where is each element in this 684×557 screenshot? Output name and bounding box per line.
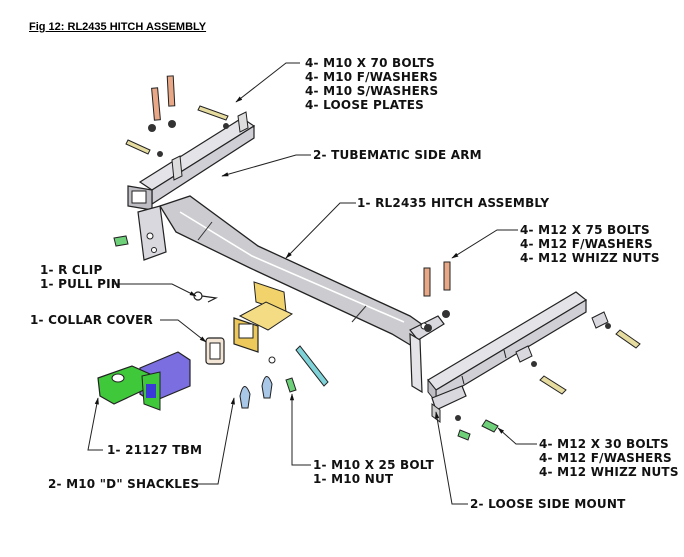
d-shackles bbox=[239, 376, 273, 409]
left-side-arm bbox=[127, 111, 256, 211]
callout-side-arm: 2- TUBEMATIC SIDE ARM bbox=[313, 148, 482, 162]
callout-line: 4- M10 F/WASHERS bbox=[305, 70, 438, 84]
collar-cover bbox=[205, 337, 225, 365]
right-side-arm bbox=[427, 291, 588, 404]
callout-shackles: 2- M10 "D" SHACKLES bbox=[48, 477, 199, 491]
callout-line: 2- TUBEMATIC SIDE ARM bbox=[313, 148, 482, 162]
m10-25-bolt bbox=[285, 377, 297, 393]
callout-line: 4- M10 S/WASHERS bbox=[305, 84, 439, 98]
callout-line: 4- M12 WHIZZ NUTS bbox=[520, 251, 660, 265]
callout-line: 2- M10 "D" SHACKLES bbox=[48, 477, 200, 491]
callout-line: 4- LOOSE PLATES bbox=[305, 98, 424, 112]
callout-line: 4- M10 X 70 BOLTS bbox=[305, 56, 435, 70]
receiver-tube bbox=[233, 281, 294, 353]
left-mount-bracket bbox=[137, 205, 167, 261]
pull-pin bbox=[295, 345, 329, 387]
callout-m12-30-bolts: 4- M12 X 30 BOLTS 4- M12 F/WASHERS 4- M1… bbox=[539, 437, 679, 479]
callout-side-mount: 2- LOOSE SIDE MOUNT bbox=[470, 497, 626, 511]
callout-line: 1- 21127 TBM bbox=[107, 443, 203, 457]
hitch-cross-beam bbox=[159, 195, 432, 347]
callout-line: 1- R CLIP bbox=[40, 263, 103, 277]
callout-line: 2- LOOSE SIDE MOUNT bbox=[470, 497, 626, 511]
callout-m10-bolts: 4- M10 X 70 BOLTS 4- M10 F/WASHERS 4- M1… bbox=[305, 56, 438, 112]
figure-title: Fig 12: RL2435 HITCH ASSEMBLY bbox=[29, 21, 207, 33]
callout-m10-25-bolt: 1- M10 X 25 BOLT 1- M10 NUT bbox=[313, 458, 434, 486]
r-clip bbox=[193, 291, 218, 303]
callout-r-clip: 1- R CLIP 1- PULL PIN bbox=[40, 263, 121, 291]
m12-75-bolts-group bbox=[423, 261, 451, 332]
callout-line: 1- RL2435 HITCH ASSEMBLY bbox=[357, 196, 550, 210]
m10-nut bbox=[268, 356, 276, 364]
tbm-tow-ball-mount bbox=[97, 351, 191, 411]
m12-side-bolts-group bbox=[455, 311, 641, 441]
callout-hitch-assembly: 1- RL2435 HITCH ASSEMBLY bbox=[357, 196, 549, 210]
callout-line: 1- M10 X 25 BOLT bbox=[313, 458, 435, 472]
callout-line: 4- M12 F/WASHERS bbox=[539, 451, 672, 465]
callout-line: 4- M12 X 75 BOLTS bbox=[520, 223, 650, 237]
callout-tbm: 1- 21127 TBM bbox=[107, 443, 202, 457]
callout-line: 1- M10 NUT bbox=[313, 472, 394, 486]
callout-collar-cover: 1- COLLAR COVER bbox=[30, 313, 153, 327]
leader-lines bbox=[87, 62, 537, 505]
callout-line: 4- M12 F/WASHERS bbox=[520, 237, 653, 251]
callout-line: 4- M12 X 30 BOLTS bbox=[539, 437, 669, 451]
m10-bolts-group bbox=[125, 75, 229, 157]
callout-line: 1- COLLAR COVER bbox=[30, 313, 153, 327]
callout-line: 4- M12 WHIZZ NUTS bbox=[539, 465, 679, 479]
green-bolt-left bbox=[113, 235, 129, 247]
callout-line: 1- PULL PIN bbox=[40, 277, 122, 291]
callout-m12-75-bolts: 4- M12 X 75 BOLTS 4- M12 F/WASHERS 4- M1… bbox=[520, 223, 660, 265]
